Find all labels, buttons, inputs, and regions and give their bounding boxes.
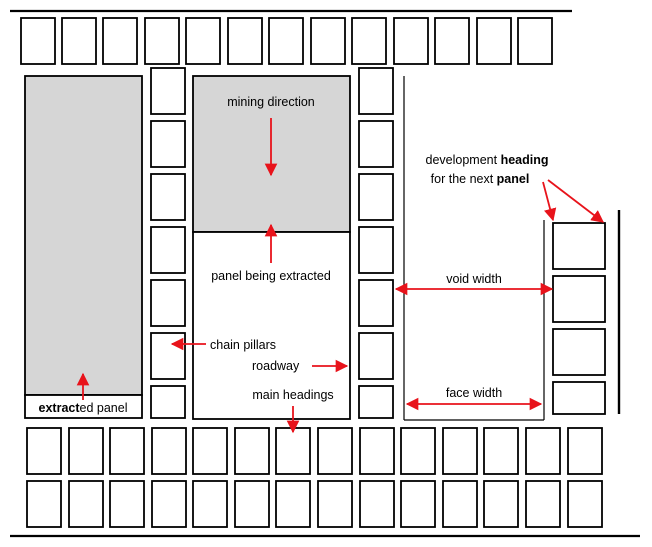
- main-heading-block: [567, 427, 603, 475]
- main-heading-block: [483, 480, 519, 528]
- main-heading-block: [400, 480, 436, 528]
- top-pillar-block: [434, 17, 470, 65]
- main-heading-block: [359, 480, 395, 528]
- chain-pillar-block: [150, 279, 186, 327]
- top-pillar-block: [102, 17, 138, 65]
- main-heading-block: [483, 427, 519, 475]
- chain-pillar-block: [150, 67, 186, 115]
- main-heading-block: [275, 427, 311, 475]
- top-pillar-block: [61, 17, 97, 65]
- main-heading-block: [317, 427, 353, 475]
- main-heading-block: [359, 427, 395, 475]
- development-pillar-block: [552, 222, 606, 270]
- chain-pillar-block: [358, 385, 394, 419]
- development-heading-arrow-right: [547, 179, 605, 223]
- main-heading-block: [234, 480, 270, 528]
- main-heading-block: [68, 480, 104, 528]
- extracted-panel: [24, 75, 143, 396]
- development-heading-label-line2: for the next panel: [431, 172, 530, 186]
- right-chain-pillar-column: [358, 67, 394, 419]
- development-pillar-block: [552, 381, 606, 415]
- chain-pillar-block: [150, 385, 186, 419]
- roadway-label: roadway: [252, 359, 300, 373]
- chain-pillar-block: [358, 173, 394, 221]
- main-heading-block: [26, 427, 62, 475]
- main-heading-block: [234, 427, 270, 475]
- top-pillar-block: [227, 17, 263, 65]
- chain-pillars-label: chain pillars: [210, 338, 276, 352]
- main-heading-block: [26, 480, 62, 528]
- chain-pillar-block: [150, 120, 186, 168]
- top-pillar-block: [268, 17, 304, 65]
- void-width-label: void width: [446, 272, 502, 286]
- main-heading-block: [109, 427, 145, 475]
- main-heading-block: [400, 427, 436, 475]
- development-pillar-block: [552, 328, 606, 376]
- main-heading-block: [317, 480, 353, 528]
- top-pillar-block: [351, 17, 387, 65]
- development-heading-arrow-left: [542, 181, 557, 222]
- main-heading-block: [151, 480, 187, 528]
- annotation-arrows: [76, 118, 605, 434]
- chain-pillar-block: [358, 67, 394, 115]
- main-headings-label: main headings: [252, 388, 333, 402]
- main-heading-block: [525, 480, 561, 528]
- chain-pillar-block: [150, 226, 186, 274]
- main-headings-row-2: [26, 480, 603, 528]
- main-heading-block: [525, 427, 561, 475]
- chain-pillar-block: [358, 226, 394, 274]
- chain-pillar-block: [358, 332, 394, 380]
- development-pillar-column: [552, 222, 606, 415]
- main-heading-block: [442, 480, 478, 528]
- active-panel: [192, 231, 351, 420]
- main-heading-block: [567, 480, 603, 528]
- main-heading-block: [192, 427, 228, 475]
- main-heading-block: [442, 427, 478, 475]
- top-pillar-block: [185, 17, 221, 65]
- panel-being-extracted-label: panel being extracted: [211, 269, 331, 283]
- main-heading-block: [68, 427, 104, 475]
- main-heading-block: [192, 480, 228, 528]
- face-width-label: face width: [446, 386, 502, 400]
- chain-pillar-block: [358, 120, 394, 168]
- top-pillar-row: [20, 17, 553, 65]
- main-heading-block: [275, 480, 311, 528]
- top-pillar-block: [310, 17, 346, 65]
- top-pillar-block: [476, 17, 512, 65]
- top-pillar-block: [144, 17, 180, 65]
- chain-pillar-block: [150, 173, 186, 221]
- development-pillar-block: [552, 275, 606, 323]
- chain-pillar-block: [358, 279, 394, 327]
- mining-direction-label: mining direction: [227, 95, 315, 109]
- extracted-panel-label: extracted panel: [39, 401, 128, 415]
- top-pillar-block: [517, 17, 553, 65]
- main-heading-block: [109, 480, 145, 528]
- main-heading-block: [151, 427, 187, 475]
- left-chain-pillar-column: [150, 67, 186, 419]
- chain-pillar-block: [150, 332, 186, 380]
- top-pillar-block: [393, 17, 429, 65]
- top-pillar-block: [20, 17, 56, 65]
- development-heading-label-line1: development heading: [426, 153, 549, 167]
- main-headings-row-1: [26, 427, 603, 475]
